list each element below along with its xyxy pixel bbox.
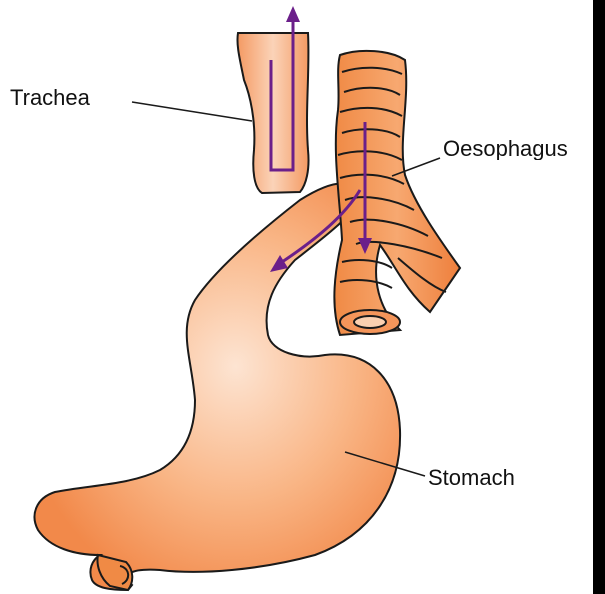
pylorus-ring [119, 565, 130, 585]
oesophagus-label: Oesophagus [443, 138, 568, 160]
arrow-diagonal-icon [270, 255, 288, 272]
trachea-shape [236, 32, 310, 195]
stomach-label: Stomach [428, 465, 515, 490]
pylorus-shape [96, 553, 134, 592]
stomach-leader-line [344, 451, 426, 477]
trachea-leader-line [131, 101, 253, 122]
right-edge-border [593, 0, 605, 594]
oesophagus-lumen [353, 315, 387, 329]
arrow-up-icon [286, 6, 300, 22]
arrow-down-icon [358, 238, 372, 254]
trachea-label: Trachea [10, 85, 90, 110]
trachea-airflow-path [269, 20, 295, 172]
oesophagus-leader-line [391, 157, 441, 177]
oesophagus-tube [333, 49, 462, 337]
stomach-food-path [281, 189, 362, 264]
oesophagus-rings [337, 66, 447, 293]
